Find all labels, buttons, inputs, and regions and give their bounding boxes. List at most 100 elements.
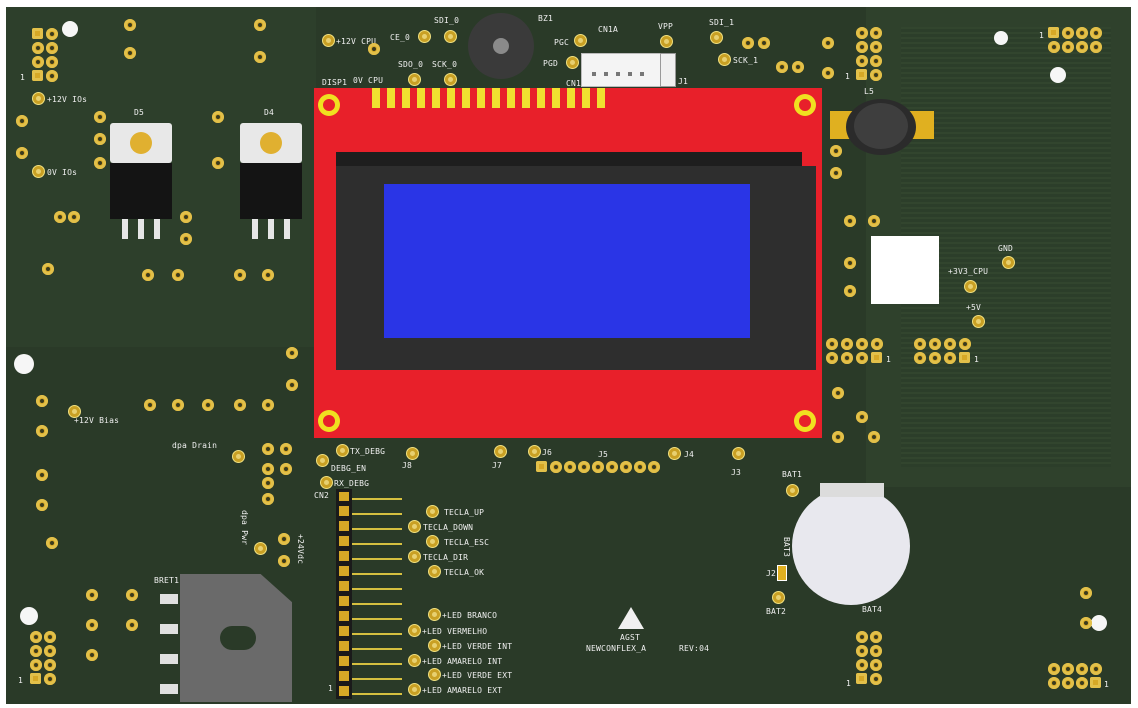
tecla-dir-label: TECLA_DIR	[423, 553, 469, 562]
sdo0-label: SDO_0	[398, 60, 424, 69]
cn2-label: CN2	[314, 491, 330, 500]
debg-en-label: DEBG_EN	[331, 464, 367, 473]
testpoint-debg-en	[316, 454, 329, 467]
led-amarelo-int-label: +LED AMARELO INT	[422, 657, 503, 666]
lcd-module	[314, 88, 822, 438]
mounting-hole-br	[1091, 615, 1107, 631]
gnd-label: GND	[998, 244, 1014, 253]
24vdc-label: +24Vdc	[296, 534, 305, 565]
testpoint-sdi0	[444, 30, 457, 43]
testpoint-pgc	[574, 34, 587, 47]
0v-cpu-label: 0V CPU	[353, 76, 384, 85]
inductor-l5	[846, 99, 916, 155]
lcd-screen	[384, 184, 750, 338]
testpoint-tecla-up	[426, 505, 439, 518]
testpoint-tecla-dir	[408, 550, 421, 563]
12v-bias-label: +12V Bias	[74, 416, 120, 425]
testpoint-12v-cpu	[322, 34, 335, 47]
testpoint-j4	[668, 447, 681, 460]
pin1-label: 1	[1104, 680, 1110, 689]
j4-label: J4	[684, 450, 695, 459]
testpoint-led-amarelo-int	[408, 654, 421, 667]
battery-clip	[820, 483, 884, 497]
bz1-label: BZ1	[538, 14, 554, 23]
pin1-label: 1	[846, 679, 852, 688]
rx-debg-label: RX_DEBG	[334, 479, 370, 488]
testpoint-led-branco	[428, 608, 441, 621]
mounting-hole-tr	[994, 31, 1008, 45]
board-name: NEWCONFLEX_A	[586, 644, 647, 653]
pcb-board: 1 D5 D4 +12V IOs 0V IOs BZ1 SDI_0 +12V C…	[6, 7, 1131, 704]
cn2-traces	[352, 495, 402, 695]
testpoint-bat2	[772, 591, 785, 604]
pin1-label: 1	[18, 676, 24, 685]
testpoint-dpa-drain	[232, 450, 245, 463]
testpoint-tx-debg	[336, 444, 349, 457]
pin1-label: 1	[328, 684, 334, 693]
j1-label: J1	[678, 77, 689, 86]
pin1-label: 1	[1039, 31, 1045, 40]
testpoint-12v-bias	[68, 405, 81, 418]
tecla-up-label: TECLA_UP	[444, 508, 485, 517]
logo-text: AGST	[620, 633, 641, 642]
j6-label: J6	[542, 448, 553, 457]
mounting-hole-tl	[62, 21, 78, 37]
dpa-pwr-label: dpa Pwr	[240, 510, 249, 546]
testpoint-bat1	[786, 484, 799, 497]
lcd-mount-bl	[318, 410, 340, 432]
testpoint-3v3	[964, 280, 977, 293]
testpoint-j3	[732, 447, 745, 460]
dpa-drain-label: dpa Drain	[172, 441, 218, 450]
pin1-label: 1	[974, 355, 980, 364]
testpoint-j7	[494, 445, 507, 458]
connector-cn1	[581, 53, 663, 87]
5v-label: +5V	[966, 303, 982, 312]
cn1-label: CN1	[566, 79, 582, 88]
disp1-label: DISP1	[322, 78, 348, 87]
led-branco-label: +LED BRANCO	[442, 611, 498, 620]
sck1-label: SCK_1	[733, 56, 759, 65]
v12-ios-label: +12V IOs	[47, 95, 88, 104]
white-component	[871, 236, 939, 304]
testpoint-tecla-ok	[428, 565, 441, 578]
d4-label: D4	[264, 108, 275, 117]
bat1-label: BAT1	[782, 470, 803, 479]
bridge-pins	[160, 582, 178, 694]
vpp-label: VPP	[658, 22, 674, 31]
l5-label: L5	[864, 87, 875, 96]
bridge-label: BRET1	[154, 576, 180, 585]
mounting-hole-l	[14, 354, 34, 374]
sck0-label: SCK_0	[432, 60, 458, 69]
j5-label: J5	[598, 450, 609, 459]
jumper-j1	[660, 53, 676, 87]
testpoint-ce0	[418, 30, 431, 43]
lcd-pin-header	[372, 88, 608, 108]
bridge-rectifier	[180, 574, 292, 702]
0v-ios-label: 0V IOs	[47, 168, 78, 177]
j8-label: J8	[402, 461, 413, 470]
lcd-mount-tr	[794, 94, 816, 116]
lcd-mount-br	[794, 410, 816, 432]
bat3-label: BAT3	[782, 537, 791, 558]
ce0-label: CE_0	[390, 33, 411, 42]
j2-label: J2	[766, 569, 777, 578]
led-verde-int-label: +LED VERDE INT	[442, 642, 513, 651]
pin1-label: 1	[845, 72, 851, 81]
mounting-hole-r	[1050, 67, 1066, 83]
mounting-hole-bl	[20, 607, 38, 625]
battery-cr2032	[792, 487, 910, 605]
testpoint-12v-ios	[32, 92, 45, 105]
testpoint-j8	[406, 447, 419, 460]
testpoint-sdo0	[408, 73, 421, 86]
tx-debg-label: TX_DEBG	[350, 447, 386, 456]
lcd-mount-tl	[318, 94, 340, 116]
bat2-label: BAT2	[766, 607, 787, 616]
testpoint-vpp	[660, 35, 673, 48]
testpoint-sck1	[718, 53, 731, 66]
testpoint-led-vermelho	[408, 624, 421, 637]
bat4-label: BAT4	[862, 605, 883, 614]
testpoint-led-verde-int	[428, 639, 441, 652]
tecla-esc-label: TECLA_ESC	[444, 538, 490, 547]
d5-label: D5	[134, 108, 145, 117]
tecla-ok-label: TECLA_OK	[444, 568, 485, 577]
